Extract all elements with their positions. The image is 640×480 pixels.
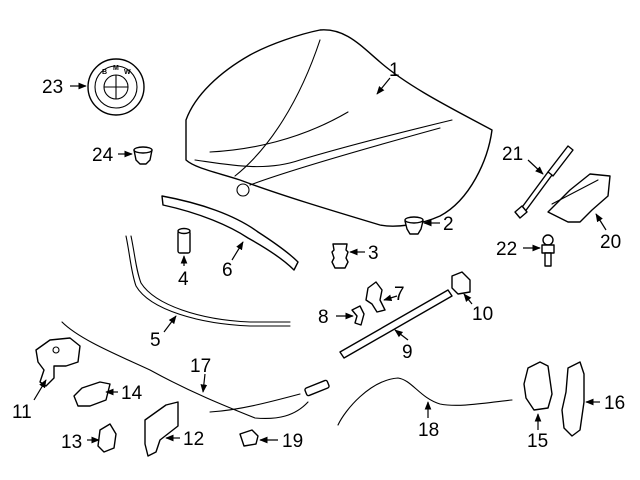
part-bumper-stop [404, 216, 424, 235]
part-release-cable [61, 321, 330, 420]
callout-23: 23 [42, 77, 63, 98]
callout-15: 15 [527, 431, 548, 452]
part-hinge-clip [365, 281, 386, 313]
callout-14: 14 [121, 383, 143, 404]
callout-13: 13 [61, 432, 82, 453]
callout-19: 19 [282, 431, 303, 452]
part-small-bracket [351, 305, 365, 326]
callout-4: 4 [178, 269, 189, 290]
part-cable [337, 377, 513, 426]
callout-8: 8 [318, 307, 329, 328]
callout-9: 9 [402, 342, 413, 363]
part-hood [185, 29, 493, 227]
callout-24: 24 [92, 145, 114, 166]
part-hood-hinge [547, 173, 611, 223]
part-clip [451, 271, 471, 295]
callout-11: 11 [12, 402, 32, 423]
emblem-letter-w: W [124, 69, 131, 76]
part-lock-bracket [144, 401, 179, 457]
part-rubber-buffer [331, 243, 349, 269]
callout-10: 10 [472, 304, 493, 325]
part-seal [125, 235, 291, 327]
callout-17: 17 [190, 356, 211, 377]
part-latch [523, 361, 553, 411]
callout-3: 3 [368, 243, 379, 264]
callout-labels: 1 2 3 4 5 6 7 8 9 10 11 12 13 14 15 16 1… [12, 60, 625, 453]
part-grommet [133, 146, 153, 165]
callout-12: 12 [183, 429, 204, 450]
callout-20: 20 [600, 232, 621, 253]
part-gas-strut [514, 145, 574, 219]
callout-21: 21 [502, 144, 523, 165]
part-clip-13 [97, 423, 117, 453]
part-hood-seal-strip [161, 195, 299, 271]
part-plug [177, 227, 191, 254]
callout-2: 2 [443, 214, 454, 235]
callout-1: 1 [389, 60, 400, 81]
part-hood-lock [35, 337, 81, 387]
part-trim-strip [339, 289, 453, 359]
callout-16: 16 [604, 393, 625, 414]
emblem-letter-b: B [102, 69, 107, 76]
callout-5: 5 [150, 330, 161, 351]
part-ball-stud [541, 234, 555, 267]
emblem-letter-m: M [113, 65, 119, 72]
callout-7: 7 [394, 284, 405, 305]
part-connector [239, 429, 259, 447]
part-emblem: B M W [87, 58, 145, 116]
part-safety-catch [561, 361, 585, 437]
callout-22: 22 [496, 239, 517, 260]
leader-lines [33, 77, 607, 444]
callout-6: 6 [222, 260, 233, 281]
callout-18: 18 [418, 420, 439, 441]
part-release-handle [73, 381, 111, 407]
